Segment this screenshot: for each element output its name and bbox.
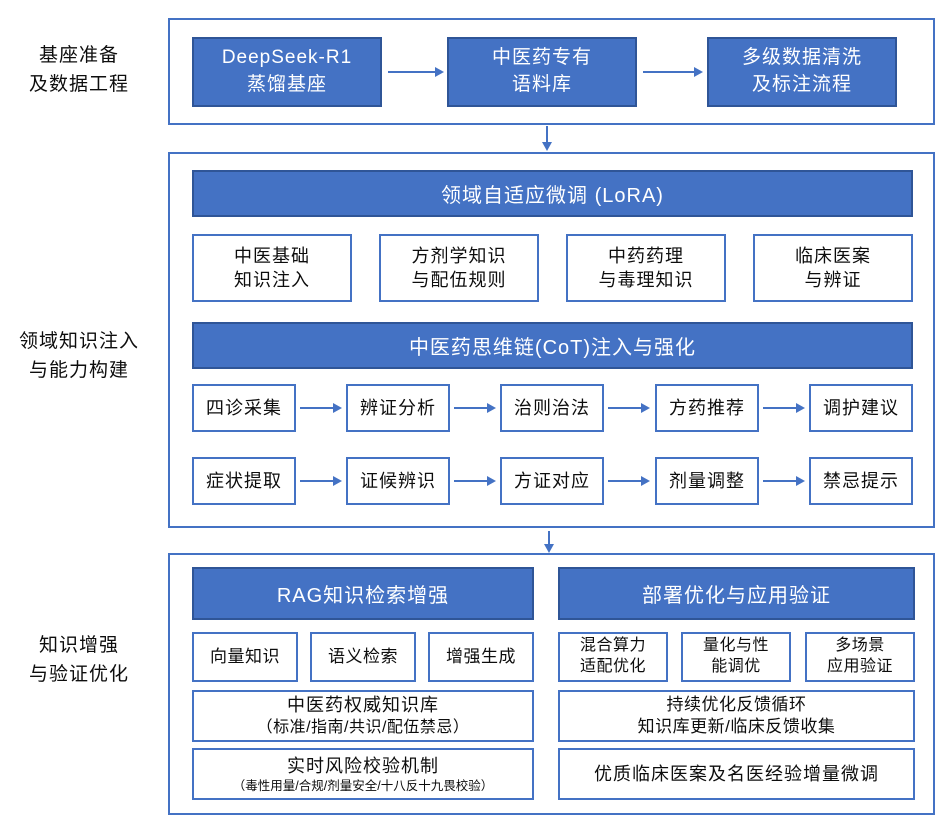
cot-step-prescription-recommend: 方药推荐 xyxy=(655,384,759,432)
cot-step-syndrome-analysis: 辨证分析 xyxy=(346,384,450,432)
box-line: 混合算力 xyxy=(579,637,646,655)
box-line: 语义检索 xyxy=(328,646,398,666)
box-line: 方证对应 xyxy=(514,470,590,491)
arrow-right-icon xyxy=(763,480,797,482)
stage-label-domain-knowledge: 领域知识注入 与能力构建 xyxy=(0,328,158,385)
arrow-right-icon xyxy=(300,407,334,409)
box-line: 治则治法 xyxy=(514,397,590,418)
box-line: 四诊采集 xyxy=(206,397,282,418)
cot-step-symptom-extraction: 症状提取 xyxy=(192,457,296,505)
stage-label-line: 与能力构建 xyxy=(28,359,129,381)
arrow-right-icon xyxy=(454,407,488,409)
top-section-container: DeepSeek-R1 蒸馏基座 中医药专有 语料库 多级数据清洗 及标注流程 xyxy=(168,18,935,125)
continuous-feedback-loop-box: 持续优化反馈循环 知识库更新/临床反馈收集 xyxy=(558,690,915,742)
box-line: 禁忌提示 xyxy=(823,470,899,491)
stage-label-base-preparation: 基座准备 及数据工程 xyxy=(0,42,158,99)
deploy-box-quantization-tuning: 量化与性 能调优 xyxy=(681,632,791,682)
arrow-right-icon xyxy=(454,480,488,482)
box-line: 症状提取 xyxy=(206,470,282,491)
box-line: 方剂学知识 xyxy=(411,245,507,266)
cot-step-dosage-adjustment: 剂量调整 xyxy=(655,457,759,505)
box-line: 适配优化 xyxy=(579,658,646,675)
authoritative-knowledge-base-box: 中医药权威知识库 （标准/指南/共识/配伍禁忌） xyxy=(192,690,534,742)
stage-label-knowledge-enhancement: 知识增强 与验证优化 xyxy=(0,632,158,689)
box-title: 优质临床医案及名医经验增量微调 xyxy=(594,763,879,784)
stage-label-line: 基座准备 xyxy=(38,45,119,66)
cot-step-formula-matching: 方证对应 xyxy=(500,457,604,505)
node-line: 及标注流程 xyxy=(751,74,852,95)
cot-step-contraindication-alert: 禁忌提示 xyxy=(809,457,913,505)
arrow-right-icon xyxy=(608,407,642,409)
node-tcm-corpus: 中医药专有 语料库 xyxy=(447,37,637,107)
box-line: 与配伍规则 xyxy=(411,270,507,290)
box-line: 辨证分析 xyxy=(360,397,436,418)
box-line: 临床医案 xyxy=(795,245,871,266)
stage-label-line: 及数据工程 xyxy=(28,73,129,95)
box-line: 中药药理 xyxy=(608,245,684,266)
cot-step-pattern-identification: 证候辨识 xyxy=(346,457,450,505)
lora-finetune-header: 领域自适应微调 (LoRA) xyxy=(192,170,913,217)
box-line: 证候辨识 xyxy=(360,470,436,491)
rag-box-vector-knowledge: 向量知识 xyxy=(192,632,298,682)
arrow-right-icon xyxy=(300,480,334,482)
cot-injection-header: 中医药思维链(CoT)注入与强化 xyxy=(192,322,913,369)
incremental-finetune-box: 优质临床医案及名医经验增量微调 xyxy=(558,748,915,800)
bottom-section-container: RAG知识检索增强 向量知识 语义检索 增强生成 中医药权威知识库 （标准/指南… xyxy=(168,553,935,815)
node-line: DeepSeek-R1 xyxy=(221,47,353,69)
rag-box-augmented-generation: 增强生成 xyxy=(428,632,534,682)
box-title: 中医药权威知识库 xyxy=(287,695,439,716)
box-line: 剂量调整 xyxy=(669,470,745,491)
box-line: 与辨证 xyxy=(804,270,862,290)
node-line: 中医药专有 xyxy=(491,47,592,69)
box-line: 中医基础 xyxy=(234,245,310,266)
stage-label-line: 与验证优化 xyxy=(28,663,129,685)
stage-label-line: 知识增强 xyxy=(38,635,119,656)
arrow-right-icon xyxy=(608,480,642,482)
box-title: 持续优化反馈循环 xyxy=(666,694,807,714)
box-line: 量化与性 xyxy=(702,637,769,655)
cot-step-treatment-principle: 治则治法 xyxy=(500,384,604,432)
deploy-box-multi-scenario: 多场景 应用验证 xyxy=(805,632,915,682)
knowledge-box-pharmacology: 中药药理 与毒理知识 xyxy=(566,234,726,302)
deploy-box-hybrid-compute: 混合算力 适配优化 xyxy=(558,632,668,682)
rag-box-semantic-search: 语义检索 xyxy=(310,632,416,682)
knowledge-box-clinical-cases: 临床医案 与辨证 xyxy=(753,234,913,302)
knowledge-box-formula: 方剂学知识 与配伍规则 xyxy=(379,234,539,302)
box-line: 调护建议 xyxy=(823,397,899,418)
arrow-right-icon xyxy=(643,71,695,73)
box-line: 应用验证 xyxy=(826,658,893,675)
node-data-cleaning: 多级数据清洗 及标注流程 xyxy=(707,37,897,107)
knowledge-box-tcm-basics: 中医基础 知识注入 xyxy=(192,234,352,302)
node-line: 多级数据清洗 xyxy=(741,47,862,69)
node-line: 语料库 xyxy=(511,74,572,95)
arrow-down-icon xyxy=(548,531,550,545)
box-line: 与毒理知识 xyxy=(598,270,694,290)
box-title: 实时风险校验机制 xyxy=(287,755,439,776)
rag-retrieval-header: RAG知识检索增强 xyxy=(192,567,534,620)
box-line: 增强生成 xyxy=(446,646,516,666)
box-line: 能调优 xyxy=(711,658,761,675)
stage-label-line: 领域知识注入 xyxy=(18,331,139,352)
cot-step-care-advice: 调护建议 xyxy=(809,384,913,432)
arrow-right-icon xyxy=(388,71,436,73)
node-deepseek-base: DeepSeek-R1 蒸馏基座 xyxy=(192,37,382,107)
box-subtitle: （毒性用量/合规/剂量安全/十八反十九畏校验） xyxy=(232,779,494,794)
arrow-down-icon xyxy=(546,126,548,143)
realtime-risk-check-box: 实时风险校验机制 （毒性用量/合规/剂量安全/十八反十九畏校验） xyxy=(192,748,534,800)
box-line: 多场景 xyxy=(835,637,885,655)
cot-step-four-diagnoses: 四诊采集 xyxy=(192,384,296,432)
box-subtitle: 知识库更新/临床反馈收集 xyxy=(637,717,836,736)
box-line: 方药推荐 xyxy=(669,397,745,418)
box-subtitle: （标准/指南/共识/配伍禁忌） xyxy=(256,718,470,736)
arrow-right-icon xyxy=(763,407,797,409)
node-line: 蒸馏基座 xyxy=(246,74,327,95)
deployment-validation-header: 部署优化与应用验证 xyxy=(558,567,915,620)
middle-section-container: 领域自适应微调 (LoRA) 中医基础 知识注入 方剂学知识 与配伍规则 中药药… xyxy=(168,152,935,528)
box-line: 知识注入 xyxy=(234,270,310,290)
box-line: 向量知识 xyxy=(210,646,280,666)
